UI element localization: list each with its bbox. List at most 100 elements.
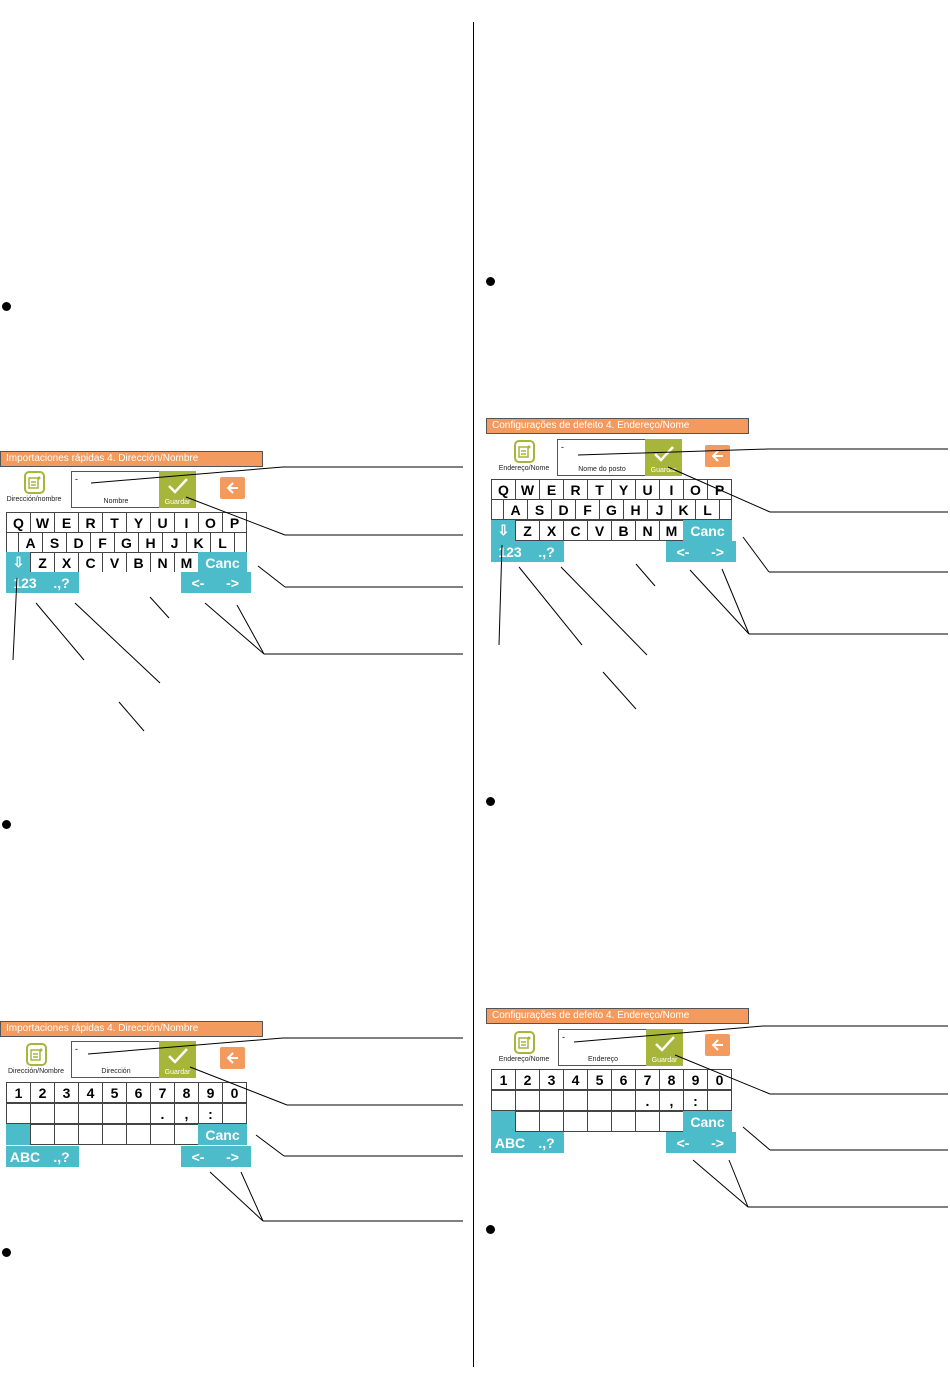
key[interactable]: 9	[198, 1082, 223, 1103]
key[interactable]	[150, 1124, 175, 1145]
key[interactable]: 7	[635, 1069, 660, 1090]
mode-abc-key[interactable]: ABC	[6, 1146, 44, 1167]
key[interactable]: U	[635, 479, 660, 500]
mode-abc-key[interactable]: ABC	[491, 1132, 529, 1153]
key[interactable]	[174, 1124, 199, 1145]
cursor-right-key[interactable]: ->	[214, 572, 251, 593]
key[interactable]: L	[695, 499, 720, 520]
key[interactable]	[30, 1103, 55, 1124]
key[interactable]: U	[150, 512, 175, 533]
key[interactable]: R	[78, 512, 103, 533]
key[interactable]: 0	[222, 1082, 247, 1103]
key[interactable]: A	[18, 532, 43, 553]
station-name-input-field[interactable]: - Nome do posto	[557, 439, 647, 476]
key[interactable]: V	[587, 520, 612, 541]
key[interactable]: 5	[102, 1082, 127, 1103]
key[interactable]	[587, 1090, 612, 1111]
back-button[interactable]	[220, 1047, 245, 1069]
back-button[interactable]	[220, 477, 245, 499]
key[interactable]: 8	[174, 1082, 199, 1103]
key[interactable]: C	[563, 520, 588, 541]
shift-key[interactable]: ⇩	[6, 552, 31, 573]
cancel-key[interactable]: Canc	[683, 520, 732, 541]
key[interactable]: .	[150, 1103, 175, 1124]
key[interactable]	[102, 1103, 127, 1124]
key[interactable]	[491, 1090, 516, 1111]
name-input-field[interactable]: - Nombre	[71, 471, 161, 508]
shift-key[interactable]: ⇩	[491, 520, 516, 541]
address-input-field[interactable]: - Dirección	[71, 1041, 161, 1078]
key[interactable]: A	[503, 499, 528, 520]
cursor-right-key[interactable]: ->	[699, 541, 736, 562]
key[interactable]	[126, 1124, 151, 1145]
key[interactable]: Q	[6, 512, 31, 533]
key[interactable]	[539, 1111, 564, 1132]
key[interactable]: 9	[683, 1069, 708, 1090]
key[interactable]	[30, 1124, 55, 1145]
key[interactable]	[563, 1111, 588, 1132]
cursor-left-key[interactable]: <-	[181, 572, 215, 593]
key[interactable]	[659, 1111, 684, 1132]
key[interactable]: 4	[78, 1082, 103, 1103]
key[interactable]: H	[623, 499, 648, 520]
shift-key[interactable]	[6, 1124, 31, 1145]
key[interactable]: H	[138, 532, 163, 553]
key[interactable]: 1	[6, 1082, 31, 1103]
key[interactable]: 6	[126, 1082, 151, 1103]
key[interactable]: X	[54, 552, 79, 573]
key[interactable]	[78, 1103, 103, 1124]
save-button[interactable]: Guardar	[159, 1041, 196, 1078]
space-key[interactable]	[79, 572, 182, 593]
key[interactable]	[539, 1090, 564, 1111]
cancel-key[interactable]: Canc	[198, 552, 247, 573]
key[interactable]: N	[635, 520, 660, 541]
key[interactable]: O	[683, 479, 708, 500]
key[interactable]: F	[575, 499, 600, 520]
key[interactable]	[611, 1111, 636, 1132]
key[interactable]: Q	[491, 479, 516, 500]
key[interactable]	[102, 1124, 127, 1145]
key[interactable]: Y	[611, 479, 636, 500]
cancel-key[interactable]: Canc	[683, 1111, 732, 1132]
key[interactable]: E	[54, 512, 79, 533]
key[interactable]: L	[210, 532, 235, 553]
key[interactable]: I	[659, 479, 684, 500]
key[interactable]: Z	[515, 520, 540, 541]
key[interactable]: N	[150, 552, 175, 573]
key[interactable]: D	[66, 532, 91, 553]
key[interactable]: 5	[587, 1069, 612, 1090]
key[interactable]: E	[539, 479, 564, 500]
key[interactable]	[515, 1111, 540, 1132]
cursor-left-key[interactable]: <-	[181, 1146, 215, 1167]
punctuation-key[interactable]: .,?	[43, 1146, 80, 1167]
cursor-left-key[interactable]: <-	[666, 1132, 700, 1153]
save-button[interactable]: Guardar	[159, 471, 196, 508]
key[interactable]: Y	[126, 512, 151, 533]
key[interactable]: 2	[30, 1082, 55, 1103]
cursor-left-key[interactable]: <-	[666, 541, 700, 562]
key[interactable]: K	[671, 499, 696, 520]
back-button[interactable]	[705, 445, 730, 467]
key[interactable]: I	[174, 512, 199, 533]
key[interactable]	[222, 1103, 247, 1124]
key[interactable]: 0	[707, 1069, 732, 1090]
key[interactable]: G	[114, 532, 139, 553]
back-button[interactable]	[705, 1034, 730, 1056]
space-key[interactable]	[564, 1132, 667, 1153]
shift-key[interactable]	[491, 1111, 516, 1132]
key[interactable]	[611, 1090, 636, 1111]
key[interactable]	[54, 1103, 79, 1124]
mode-123-key[interactable]: 123	[6, 572, 44, 593]
punctuation-key[interactable]: .,?	[528, 541, 565, 562]
key[interactable]	[78, 1124, 103, 1145]
key[interactable]: G	[599, 499, 624, 520]
key[interactable]: .	[635, 1090, 660, 1111]
punctuation-key[interactable]: .,?	[43, 572, 80, 593]
key[interactable]: V	[102, 552, 127, 573]
mode-123-key[interactable]: 123	[491, 541, 529, 562]
key[interactable]	[515, 1090, 540, 1111]
key[interactable]: B	[126, 552, 151, 573]
key[interactable]: F	[90, 532, 115, 553]
key[interactable]: D	[551, 499, 576, 520]
key[interactable]: J	[162, 532, 187, 553]
